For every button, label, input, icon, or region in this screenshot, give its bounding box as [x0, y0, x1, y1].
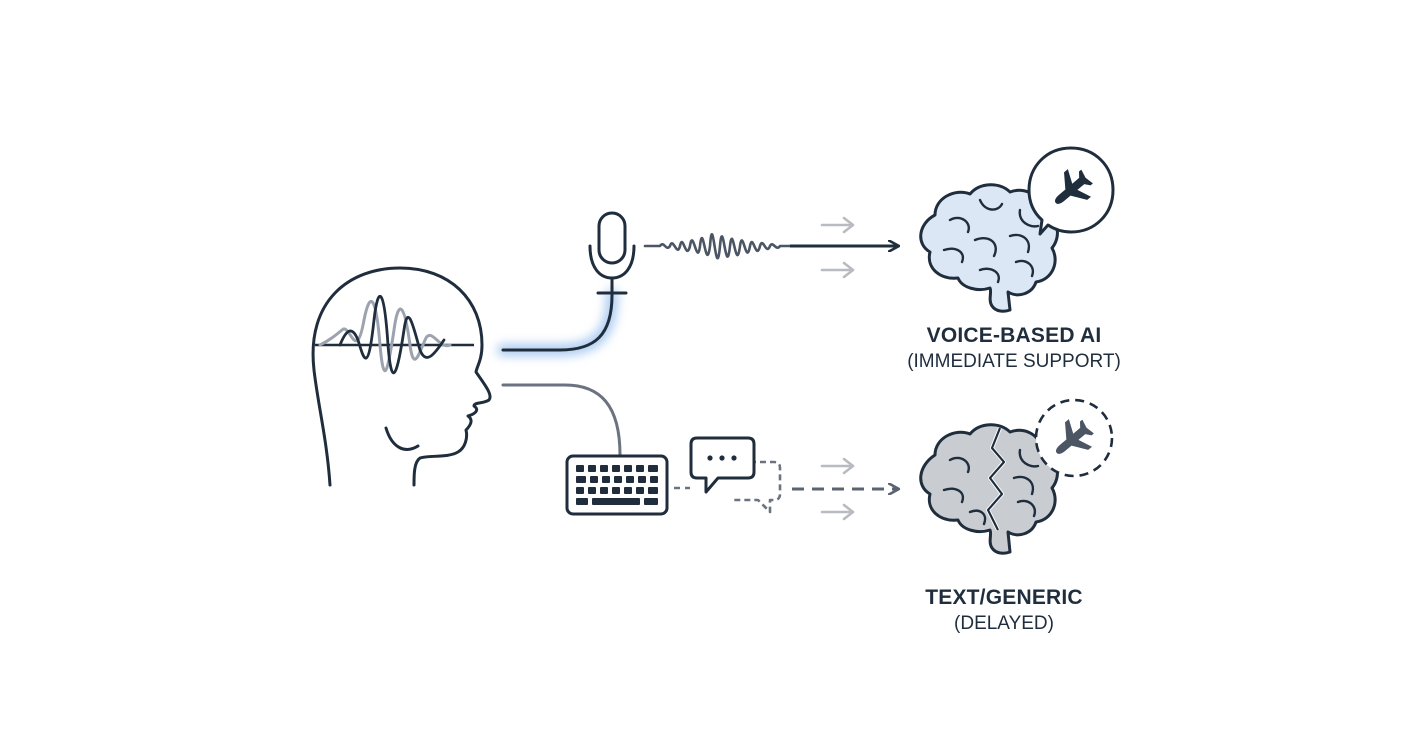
microphone-icon	[588, 211, 636, 295]
text-speed-arrows	[820, 457, 855, 521]
voice-outcome-title: VOICE-BASED AI	[926, 324, 1102, 347]
voice-outcome-caption: VOICE-BASED AI (IMMEDIATE SUPPORT)	[900, 324, 1128, 373]
airplane-icon	[1027, 146, 1115, 236]
chat-bubbles-icon	[689, 436, 782, 514]
text-outcome-title: TEXT/GENERIC	[925, 586, 1083, 609]
brain-icon	[919, 183, 1059, 313]
cracked-brain-icon	[919, 423, 1059, 555]
text-outcome-caption: TEXT/GENERIC (DELAYED)	[904, 586, 1104, 635]
keyboard-icon	[565, 454, 669, 516]
voice-speed-arrows	[820, 216, 855, 279]
text-path	[501, 383, 622, 457]
voice-path	[497, 289, 618, 356]
text-outcome-subtitle: (DELAYED)	[954, 613, 1054, 634]
airplane-dashed-icon	[1034, 398, 1114, 478]
voice-outcome-subtitle: (IMMEDIATE SUPPORT)	[907, 351, 1121, 372]
human-head-with-brainwave-icon	[311, 266, 492, 487]
sound-wave-icon	[640, 233, 800, 260]
